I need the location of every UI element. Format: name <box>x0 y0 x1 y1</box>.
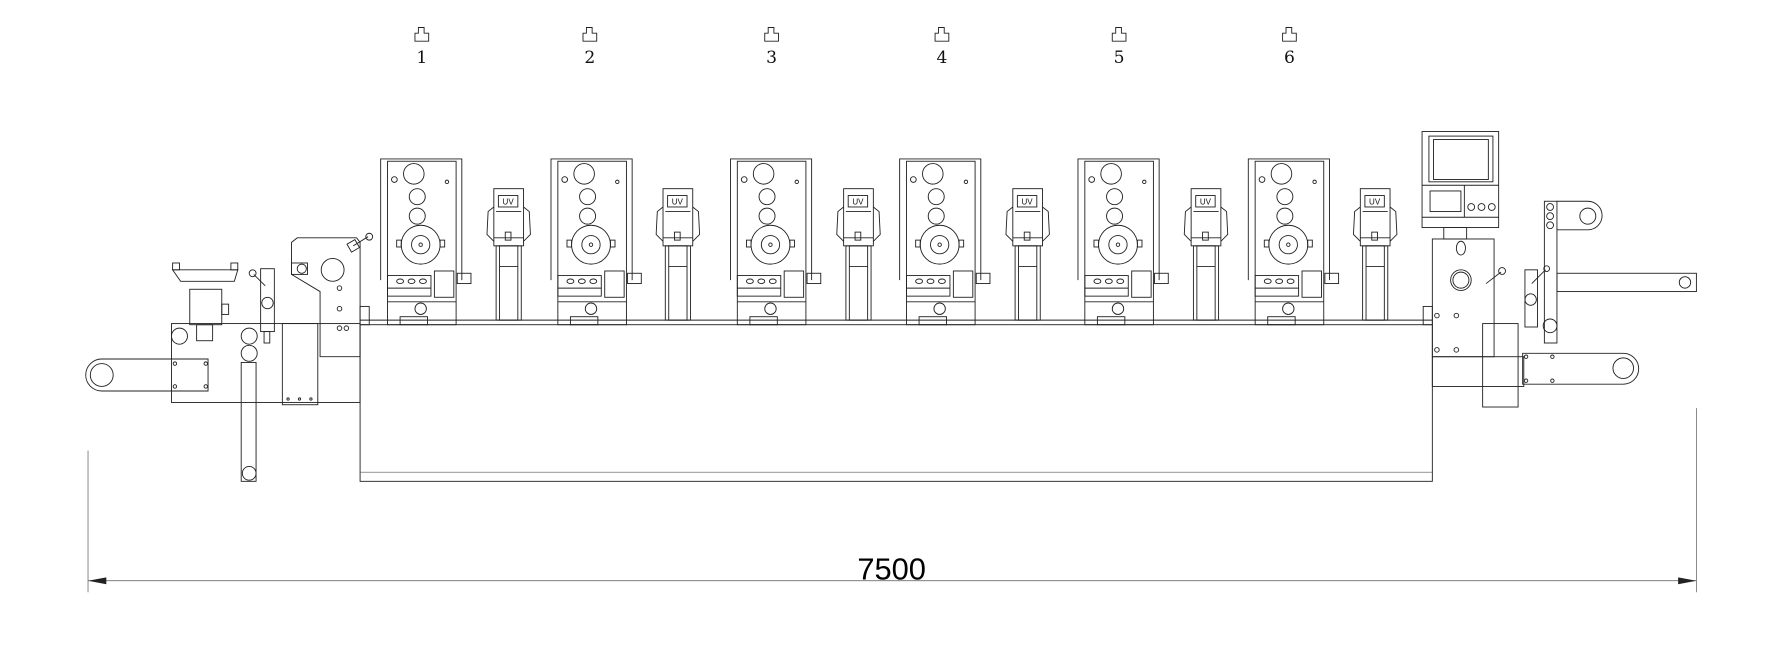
gear <box>758 188 776 206</box>
motor-box <box>1301 270 1322 298</box>
ink-block <box>1084 275 1129 297</box>
station-number: 4 <box>936 48 947 68</box>
uv-label: UV <box>503 198 515 207</box>
gear <box>1270 163 1293 185</box>
printing-unit <box>730 158 822 326</box>
ink-block <box>736 275 782 297</box>
gear <box>1100 163 1122 185</box>
printing-unit <box>899 158 991 326</box>
ink-block <box>906 275 951 297</box>
ink-block <box>387 275 432 297</box>
station-number: 3 <box>766 48 777 68</box>
gear <box>927 188 945 206</box>
uv-label-box <box>667 195 688 208</box>
printing-unit <box>1077 158 1169 326</box>
gear <box>927 207 945 225</box>
station-4: 4UV <box>899 27 1050 326</box>
station-number: 6 <box>1284 48 1295 68</box>
uv-dryer: UV <box>1353 188 1398 321</box>
gear <box>403 163 425 185</box>
main-frame <box>359 305 1433 482</box>
uv-label-box <box>1195 195 1216 208</box>
control-button[interactable] <box>1487 203 1496 211</box>
station-marker-icon <box>934 27 950 42</box>
gear <box>579 188 597 206</box>
control-button[interactable] <box>1477 203 1486 211</box>
station-marker-icon <box>414 27 430 42</box>
dimension-line: 7500 <box>87 408 1697 593</box>
station-3: 3UV <box>730 27 881 326</box>
station-marker-icon <box>764 27 779 42</box>
uv-label: UV <box>852 198 864 207</box>
uv-label: UV <box>1022 198 1034 207</box>
gear <box>579 207 597 225</box>
uv-dryer: UV <box>1005 188 1050 321</box>
uv-label-box <box>497 195 519 208</box>
plate-cylinder <box>571 224 611 265</box>
ink-block <box>1254 275 1300 297</box>
gear <box>752 163 775 185</box>
rewind-section <box>1421 131 1697 408</box>
overall-length-label: 7500 <box>857 552 926 587</box>
printing-unit <box>550 158 642 326</box>
gear <box>922 163 944 185</box>
motor-box <box>1131 270 1152 298</box>
uv-label: UV <box>672 198 684 207</box>
plate-cylinder <box>919 224 960 265</box>
motor-box <box>604 270 625 298</box>
unwind-section <box>85 232 374 482</box>
plate-cylinder <box>1268 224 1309 265</box>
station-6: 6UV <box>1247 27 1398 326</box>
motor-box <box>952 270 974 298</box>
gear <box>408 207 426 225</box>
uv-label: UV <box>1200 198 1212 207</box>
gear <box>573 163 595 185</box>
gear <box>408 188 426 206</box>
control-panel <box>1421 131 1500 229</box>
uv-label-box <box>1364 195 1385 208</box>
gear <box>1106 188 1124 206</box>
uv-label: UV <box>1369 198 1381 207</box>
motor-box <box>433 270 455 298</box>
gear <box>758 207 776 225</box>
station-2: 2UV <box>550 27 701 326</box>
motor-box <box>783 270 805 298</box>
station-marker-icon <box>1282 27 1297 42</box>
arrow-right-icon <box>1678 577 1697 585</box>
plate-cylinder <box>400 224 441 265</box>
station-number: 2 <box>584 48 595 68</box>
station-1: 1UV <box>380 27 531 326</box>
uv-label-box <box>1016 195 1038 208</box>
station-marker-icon <box>582 27 598 42</box>
arrow-left-icon <box>88 577 107 585</box>
control-button[interactable] <box>1467 203 1476 211</box>
uv-label-box <box>847 195 869 208</box>
gear <box>1106 207 1124 225</box>
gear <box>1276 188 1294 206</box>
uv-dryer: UV <box>486 188 531 321</box>
station-number: 1 <box>416 48 427 68</box>
station-5: 5UV <box>1077 27 1229 326</box>
station-marker-icon <box>1111 27 1127 42</box>
gear <box>1276 207 1294 225</box>
plate-cylinder <box>1098 224 1138 265</box>
plate-cylinder <box>750 224 791 265</box>
station-number: 5 <box>1114 48 1125 68</box>
uv-dryer: UV <box>1183 188 1229 321</box>
uv-dryer: UV <box>655 188 701 321</box>
printing-unit <box>380 158 472 326</box>
uv-dryer: UV <box>836 188 881 321</box>
ink-block <box>557 275 602 297</box>
printing-unit <box>1247 158 1340 326</box>
